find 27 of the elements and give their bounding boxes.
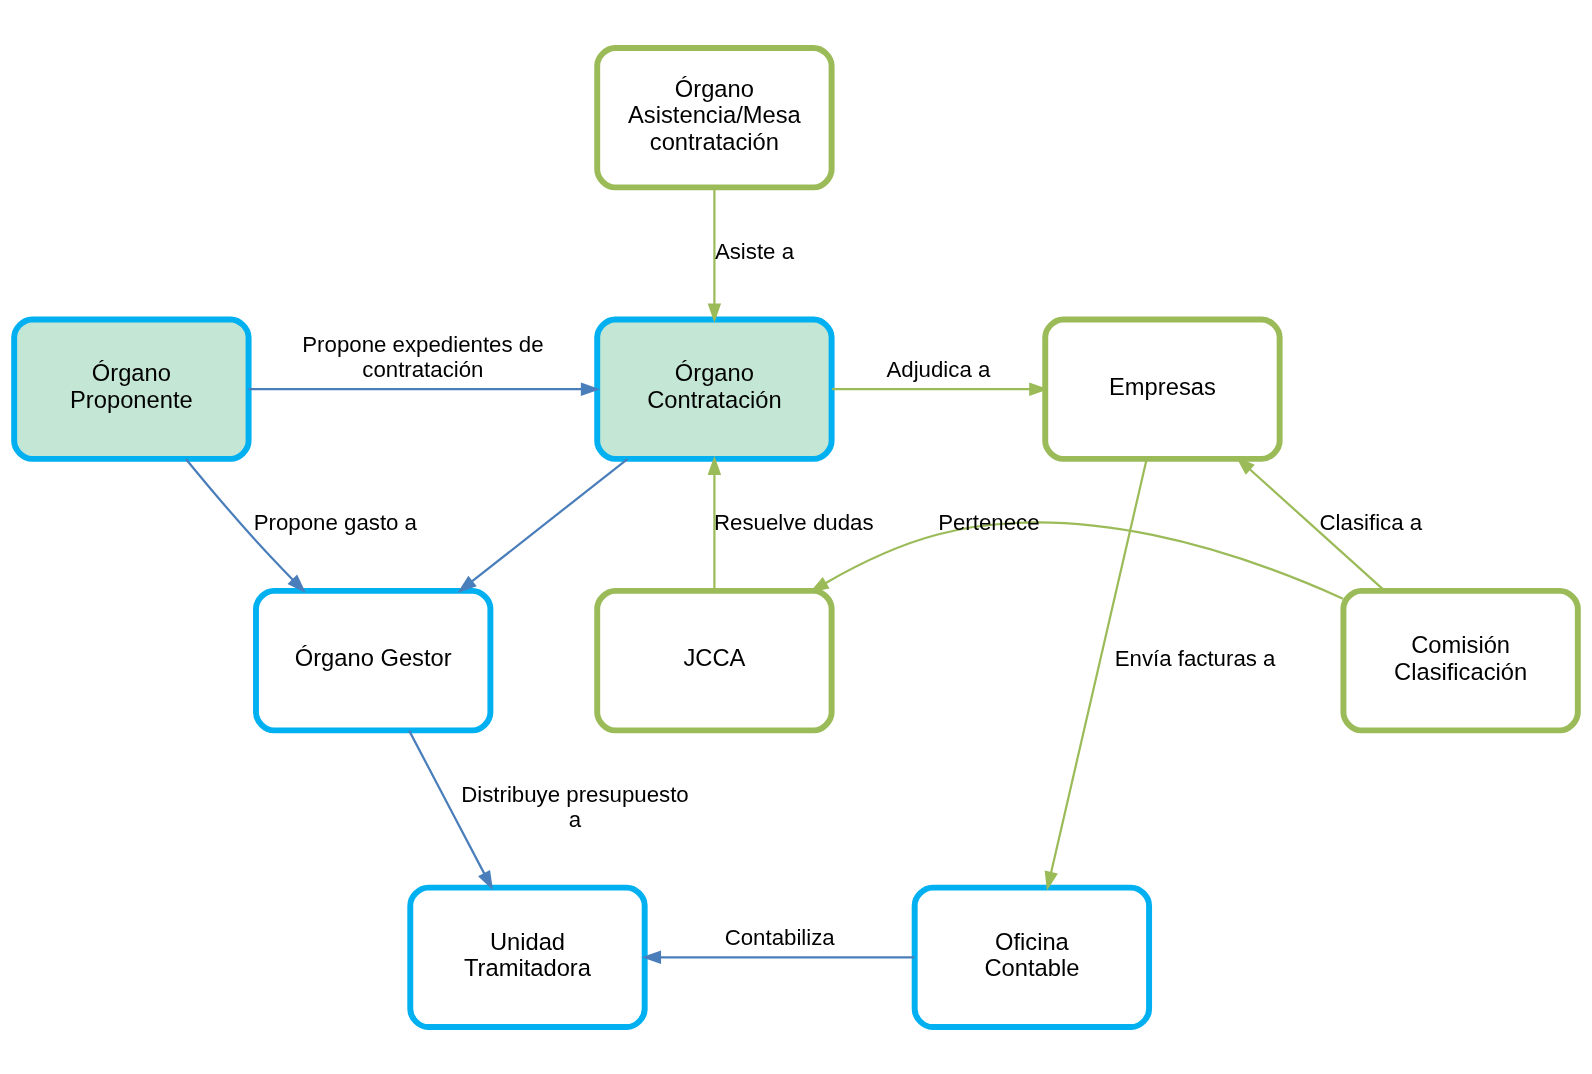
arrow: [641, 950, 915, 964]
node-box: JCCA: [594, 587, 835, 733]
edge-label: Propone expedientes de contratación: [302, 331, 544, 382]
edge-label: Envía facturas a: [1114, 645, 1276, 671]
edge-label: Contabiliza: [724, 924, 835, 950]
edge-label: Distribuye presupuesto a: [461, 781, 689, 832]
arrow: [707, 187, 722, 323]
arrow: [457, 457, 629, 593]
edge-label: Resuelve dudas: [713, 509, 874, 535]
edge-label: Adjudica a: [886, 356, 991, 382]
node-box: Unidad Tramitadora: [407, 884, 648, 1030]
arrow: [185, 457, 306, 593]
arrow: [248, 381, 601, 396]
node-box: Empresas: [1042, 315, 1283, 462]
arrow: [408, 729, 493, 890]
node-box: Comisión Clasificación: [1340, 587, 1581, 733]
arrow: [832, 381, 1049, 396]
node-box: Órgano Asistencia/Mesa contratación: [594, 44, 835, 190]
arrow: [1044, 458, 1148, 891]
node-box: Órgano Gestor: [253, 587, 494, 733]
edge-label: Propone gasto a: [253, 509, 418, 535]
edge-label: Asiste a: [714, 238, 795, 264]
node-box: Oficina Contable: [911, 884, 1153, 1030]
edge-label: Clasifica a: [1319, 509, 1423, 535]
arrow: [707, 455, 722, 591]
node-box: Órgano Proponente: [11, 315, 252, 462]
node-box: Órgano Contratación: [594, 315, 835, 462]
